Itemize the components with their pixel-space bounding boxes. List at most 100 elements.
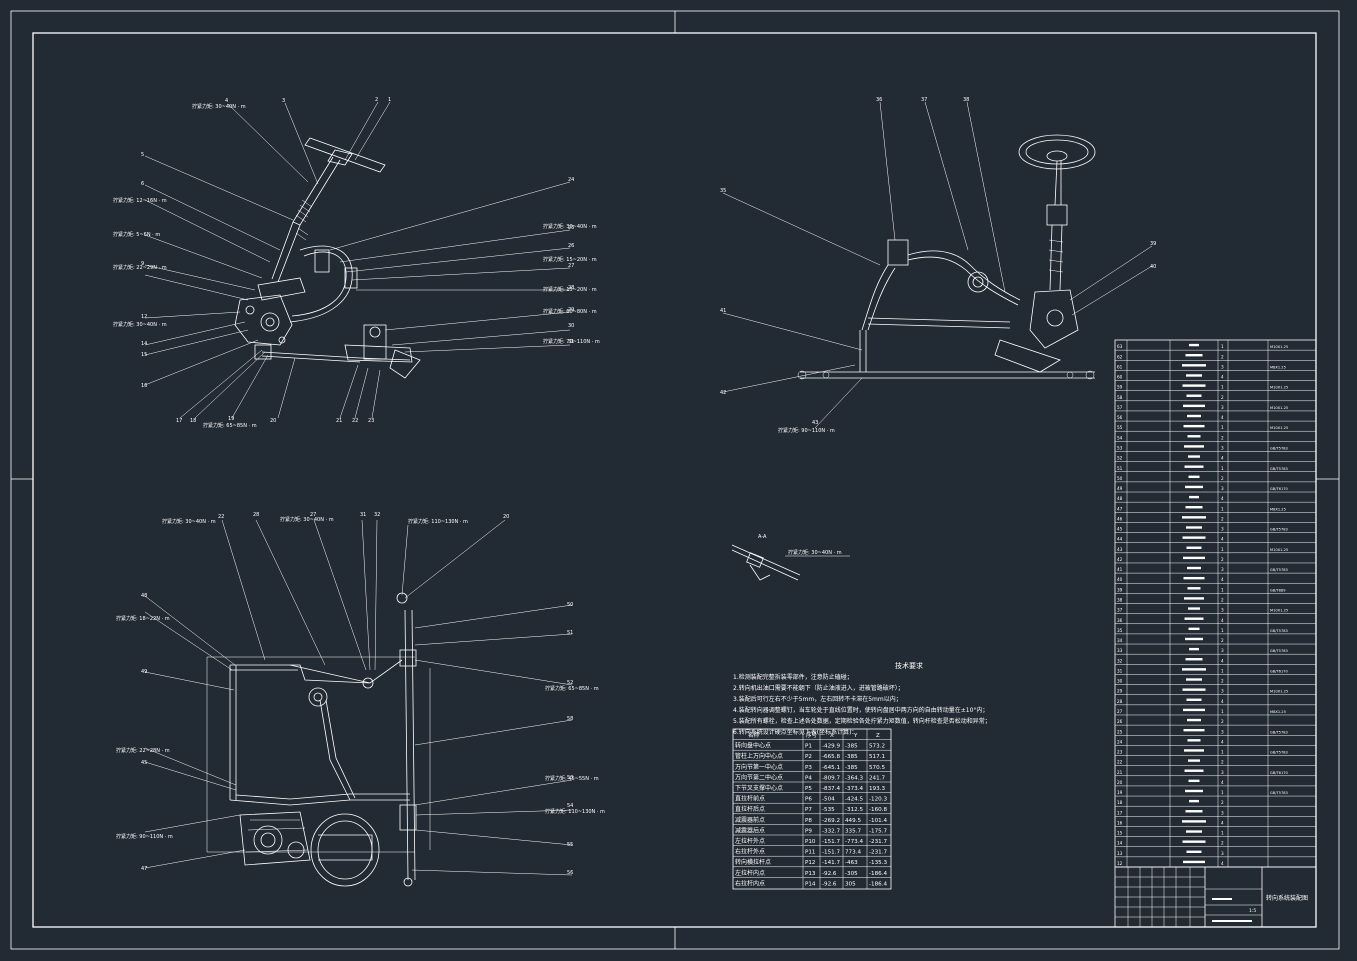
hardpoint-value: P2 — [805, 754, 812, 760]
bom-item-number: 14 — [1117, 841, 1123, 846]
bom-quantity: 1 — [1221, 790, 1224, 795]
hardpoint-value: P14 — [805, 881, 816, 887]
hardpoint-value: 241.7 — [869, 775, 885, 781]
hardpoint-name: 减震器前点 — [735, 816, 765, 824]
bom-part-name-mark — [1187, 587, 1201, 590]
bom-quantity: 2 — [1221, 800, 1224, 805]
scale-label: 1:5 — [1249, 908, 1256, 914]
bom-quantity: 2 — [1221, 638, 1224, 643]
balloon-36: 36 — [876, 97, 882, 103]
hardpoint-table-frame — [732, 728, 892, 890]
torque-label: 拧紧力矩: 30~40N · m — [162, 518, 216, 525]
bom-item-number: 34 — [1117, 638, 1123, 643]
bom-quantity: 4 — [1221, 780, 1224, 785]
bom-part-name-mark — [1182, 516, 1206, 519]
hardpoint-value: -135.3 — [869, 860, 887, 866]
hardpoint-value: -773.4 — [845, 839, 863, 845]
title-block-mark — [1212, 898, 1232, 900]
callout-labels-top-left: 4 3 2 1 5 6 9 12 14 15 16 17 18 19 20 21… — [141, 97, 574, 424]
bom-part-name-mark — [1189, 343, 1199, 347]
bom-item-number: 23 — [1117, 750, 1123, 755]
hardpoint-name: 右拉杆外点 — [735, 848, 765, 856]
hardpoint-value: P4 — [805, 775, 812, 781]
bom-spec: GB/T5783 — [1270, 751, 1288, 755]
bom-quantity: 2 — [1221, 598, 1224, 603]
torque-label: 拧紧力矩: 30~40N · m — [113, 321, 167, 328]
bom-part-name-mark — [1186, 698, 1202, 701]
bom-item-number: 56 — [1117, 415, 1123, 420]
balloon-25: 25 — [568, 225, 574, 231]
bom-part-name-mark — [1186, 526, 1202, 529]
torque-label: 拧紧力矩: 22~29N · m — [113, 264, 167, 271]
bom-quantity: 4 — [1221, 658, 1224, 663]
hardpoint-value: -92.6 — [822, 871, 837, 877]
bom-spec: GB/T5783 — [1270, 649, 1288, 653]
balloon-15: 15 — [141, 352, 147, 358]
bom-part-name-mark — [1182, 384, 1206, 387]
hardpoint-value: -186.4 — [869, 881, 887, 887]
hardpoint-value: 449.5 — [845, 818, 861, 824]
hardpoint-value: 773.4 — [845, 850, 861, 856]
bom-item-number: 20 — [1117, 780, 1123, 785]
bom-item-number: 51 — [1117, 466, 1123, 471]
balloon-38: 38 — [963, 97, 969, 103]
hardpoint-value: -332.7 — [822, 828, 840, 834]
hardpoint-value: P7 — [805, 807, 812, 813]
torque-labels-top-left: 拧紧力矩: 30~40N · m 拧紧力矩: 12~16N · m 拧紧力矩: … — [113, 103, 600, 429]
hardpoint-value: -141.7 — [822, 860, 840, 866]
balloon-14: 14 — [141, 341, 147, 347]
balloon-9: 9 — [141, 261, 144, 267]
bom-part-name-mark — [1185, 485, 1203, 489]
detail-torque: 拧紧力矩: 30~40N · m — [788, 549, 842, 556]
bom-part-name-mark — [1183, 576, 1205, 580]
bom-quantity: 3 — [1221, 770, 1224, 775]
torque-labels-bottom-left: 拧紧力矩: 30~40N · m 拧紧力矩: 30~40N · m 拧紧力矩: … — [116, 516, 605, 840]
bom-item-number: 49 — [1117, 486, 1123, 491]
tech-req-item: 4.装配转向器调整螺钉，当车轮处于直线位置时，使转向盘居中两方向的自由转动量在±… — [733, 706, 988, 714]
bom-item-number: 54 — [1117, 435, 1123, 440]
bom-quantity: 2 — [1221, 395, 1224, 400]
bom-spec: M10X1.25 — [1270, 548, 1288, 552]
hardpoint-value: P5 — [805, 786, 812, 792]
bom-item-number: 26 — [1117, 719, 1123, 724]
balloon-51: 51 — [567, 630, 573, 636]
bom-part-name-mark — [1184, 617, 1204, 620]
hardpoint-value: P8 — [805, 818, 812, 824]
hardpoint-value: -101.4 — [869, 818, 887, 824]
torque-label: 拧紧力矩: 110~130N · m — [408, 518, 468, 525]
tech-req-item: 3.装配后可行左右不少于5mm，左右回转不卡滞在5mm以内； — [733, 695, 902, 703]
balloon-27: 27 — [568, 263, 574, 269]
bom-quantity: 4 — [1221, 618, 1224, 623]
bom-part-name-mark — [1188, 759, 1200, 762]
balloon-29: 29 — [568, 307, 574, 313]
bom-spec: M8X1.25 — [1270, 365, 1286, 369]
bom-spec: GB/T6170 — [1270, 669, 1289, 673]
bom-part-name-mark — [1187, 739, 1201, 742]
balloon-35: 35 — [720, 188, 726, 194]
bom-item-number: 62 — [1117, 354, 1123, 359]
bom-quantity: 3 — [1221, 486, 1224, 491]
bom-quantity: 2 — [1221, 354, 1224, 359]
bom-spec: M10X1.25 — [1270, 406, 1288, 410]
balloon-49: 49 — [141, 669, 147, 675]
bom-quantity: 2 — [1221, 516, 1224, 521]
bom-item-number: 18 — [1117, 800, 1123, 805]
hp-header-y: Y — [853, 733, 858, 739]
bom-item-number: 39 — [1117, 587, 1123, 592]
balloon-45: 45 — [141, 760, 147, 766]
bom-spec: M10X1.25 — [1270, 426, 1288, 430]
bom-quantity: 4 — [1221, 415, 1224, 420]
bom-part-name-mark — [1186, 678, 1202, 681]
bom-spec: GB/T5783 — [1270, 568, 1288, 572]
bom-spec: GB/T6170 — [1270, 487, 1289, 491]
bom-item-number: 52 — [1117, 456, 1123, 461]
tech-req-item: 5.装配所有螺栓，检查上述各处数据，定期检验各处拧紧力矩数值，转向杆检查是否松动… — [733, 717, 991, 725]
hardpoint-value: P12 — [805, 860, 816, 866]
hardpoint-value: P9 — [805, 828, 812, 834]
bom-part-name-mark — [1187, 435, 1201, 438]
bom-item-number: 53 — [1117, 445, 1123, 450]
hardpoint-value: -231.7 — [869, 850, 887, 856]
torque-label: 拧紧力矩: 65~85N · m — [203, 422, 257, 429]
